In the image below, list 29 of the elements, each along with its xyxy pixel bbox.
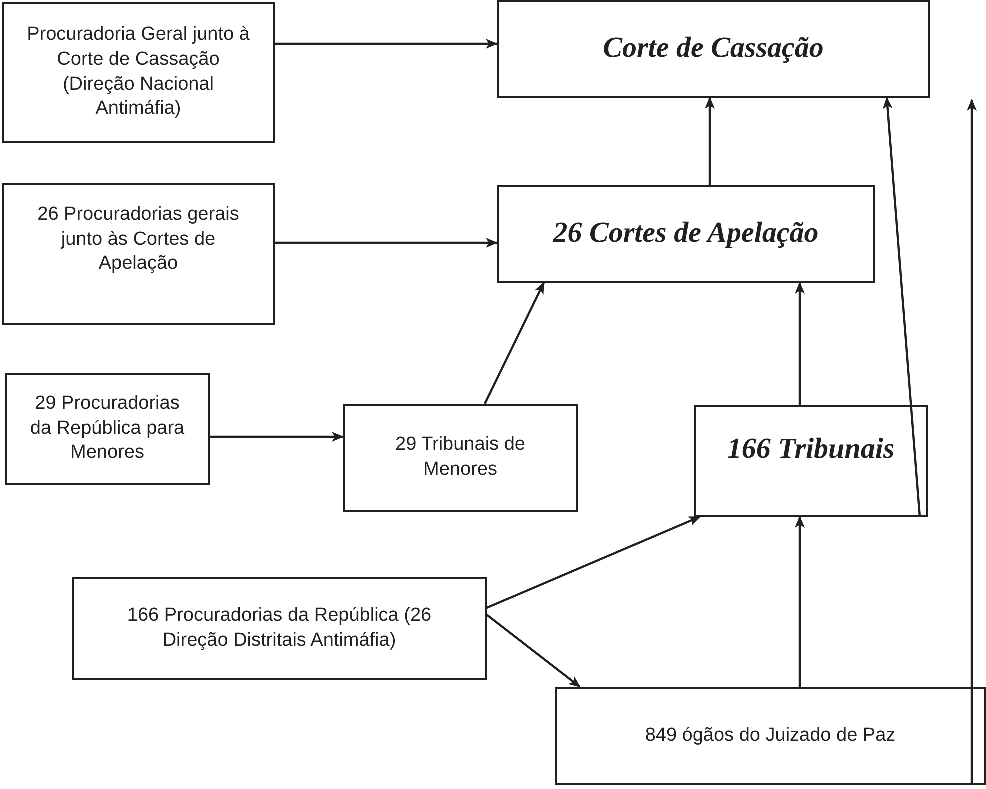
arrow [484, 282, 545, 404]
box-label: 166 Tribunais [727, 432, 895, 467]
box-label: 29 Tribunais de Menores [394, 433, 526, 482]
arrow [795, 282, 805, 405]
arrow [275, 39, 498, 49]
box-label: 26 Cortes de Apelação [553, 216, 819, 252]
arrow [882, 97, 922, 518]
arrow [275, 238, 498, 248]
process-box [2, 2, 275, 143]
arrow [486, 614, 581, 688]
process-box [5, 373, 210, 485]
box-label: Corte de Cassação [603, 31, 824, 66]
process-box [497, 185, 875, 283]
arrow [967, 99, 977, 785]
process-box [497, 0, 930, 98]
process-box [555, 687, 986, 785]
box-label: Procuradoria Geral junto à Corte de Cassação (Direção Nacional Antimáfia) [26, 23, 251, 122]
process-box [343, 404, 578, 512]
box-label: 29 Procuradorias da República para Menores [29, 392, 186, 466]
arrow [705, 97, 715, 185]
arrow [210, 432, 344, 442]
box-label: 26 Procuradorias gerais junto às Cortes de Apelação [36, 203, 240, 276]
box-label: 166 Procuradorias da República (26 Direção Distritais Antimáfia) [126, 604, 433, 652]
process-box [2, 183, 275, 325]
process-box [72, 577, 487, 680]
process-box [694, 405, 928, 517]
arrow [795, 516, 805, 687]
arrow [486, 516, 701, 610]
box-label: 849 ógãos do Juizado de Paz [645, 724, 896, 748]
